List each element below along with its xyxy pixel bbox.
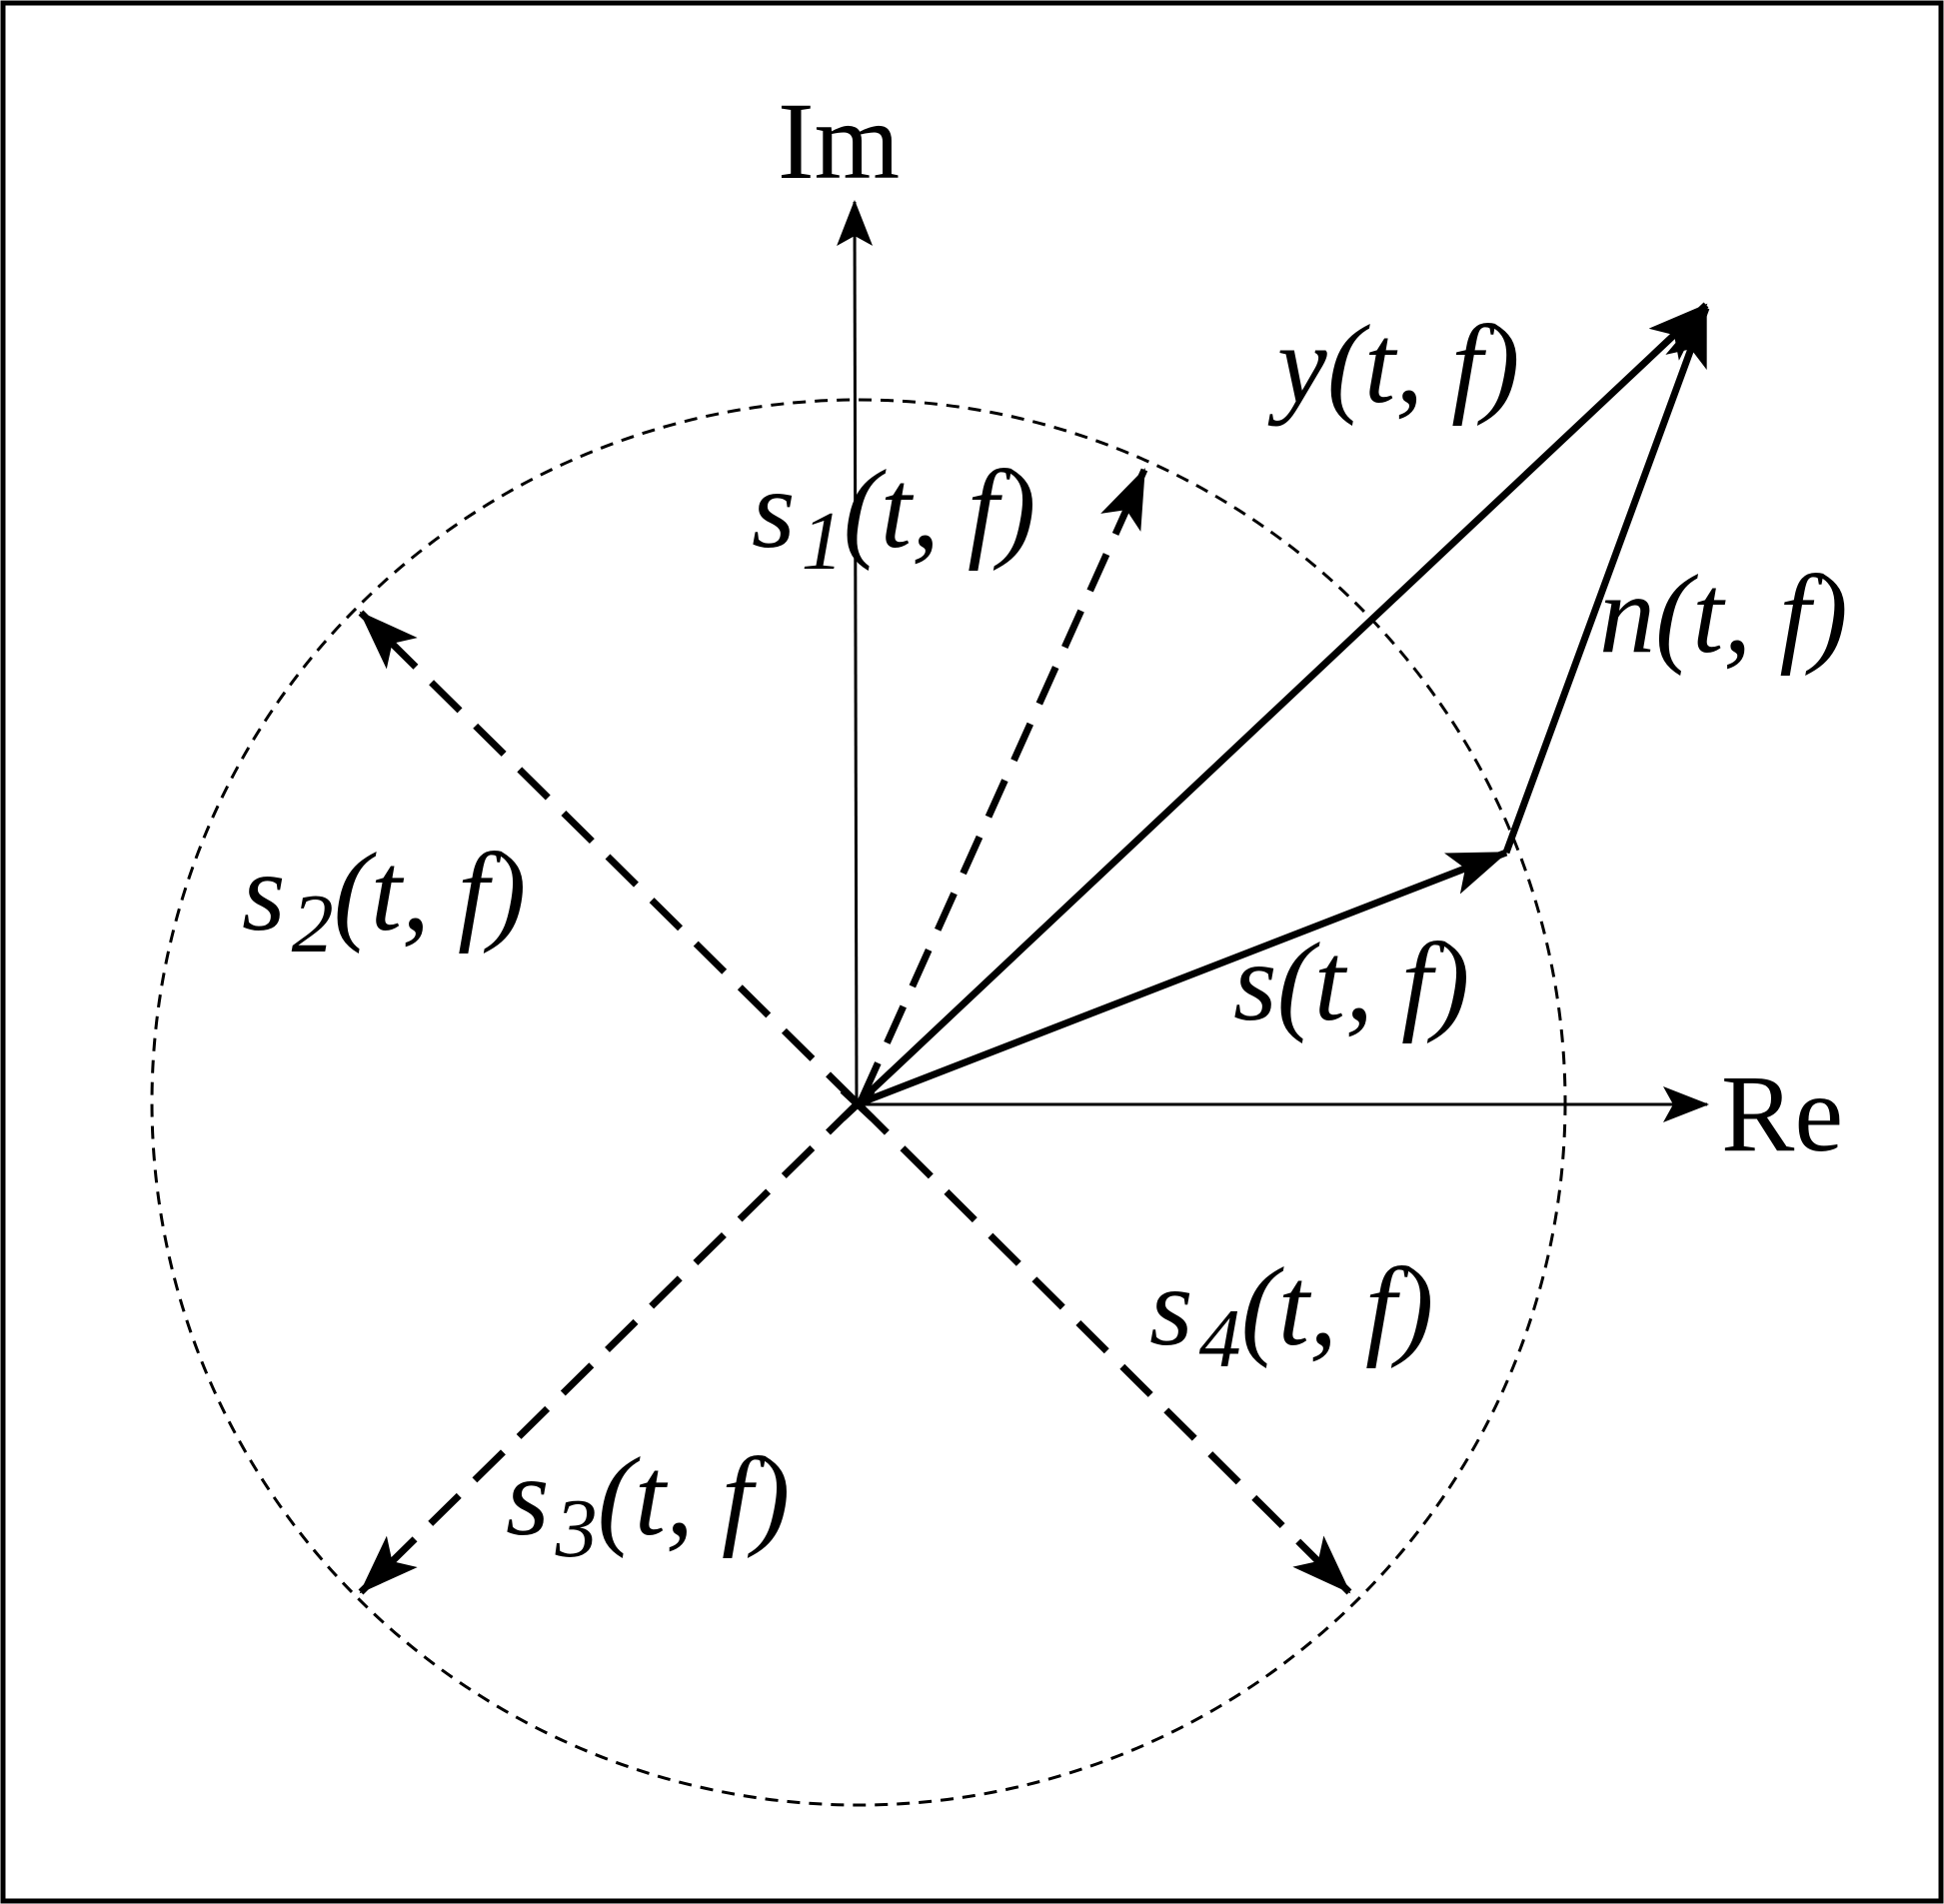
- label-s: s(t, f): [1233, 921, 1469, 1044]
- label-y-args: (t, f): [1327, 303, 1520, 427]
- label-s4-name: s: [1149, 1245, 1193, 1369]
- imag-axis: [837, 200, 874, 1105]
- label-s1-sub: 1: [802, 495, 844, 588]
- label-s3: s3(t, f): [506, 1435, 790, 1575]
- vector-s1: [858, 468, 1148, 1101]
- unit-circle: [150, 398, 1567, 1807]
- label-s1: s1(t, f): [752, 448, 1035, 588]
- label-s4-sub: 4: [1199, 1292, 1241, 1385]
- label-n-name: n: [1599, 553, 1655, 677]
- label-s-name: s: [1233, 921, 1277, 1044]
- origin-marker: [840, 1087, 876, 1121]
- vector-y: [854, 302, 1709, 1107]
- vector-s3: [358, 1101, 860, 1595]
- label-s2-args: (t, f): [334, 831, 527, 954]
- label-y: y(t, f): [1267, 303, 1520, 427]
- label-s-args: (t, f): [1277, 921, 1470, 1044]
- vector-s4: [856, 1101, 1352, 1595]
- label-s3-name: s: [506, 1435, 550, 1559]
- imag-axis-label: Im: [778, 80, 900, 202]
- label-n-args: (t, f): [1655, 553, 1848, 677]
- real-axis-label: Re: [1721, 1052, 1843, 1174]
- vector-n: [1502, 306, 1710, 855]
- label-s2: s2(t, f): [242, 831, 526, 970]
- label-s1-args: (t, f): [844, 448, 1036, 572]
- label-n: n(t, f): [1599, 553, 1848, 677]
- label-s4-args: (t, f): [1241, 1245, 1434, 1369]
- label-y-name: y: [1267, 303, 1327, 427]
- label-s4: s4(t, f): [1149, 1245, 1433, 1385]
- label-s2-name: s: [242, 831, 286, 954]
- vector-s: [855, 849, 1508, 1108]
- label-s1-name: s: [752, 448, 796, 572]
- label-s2-sub: 2: [292, 878, 334, 970]
- vector-s2: [358, 610, 860, 1105]
- label-s3-args: (t, f): [598, 1435, 791, 1559]
- label-s3-sub: 3: [555, 1482, 598, 1575]
